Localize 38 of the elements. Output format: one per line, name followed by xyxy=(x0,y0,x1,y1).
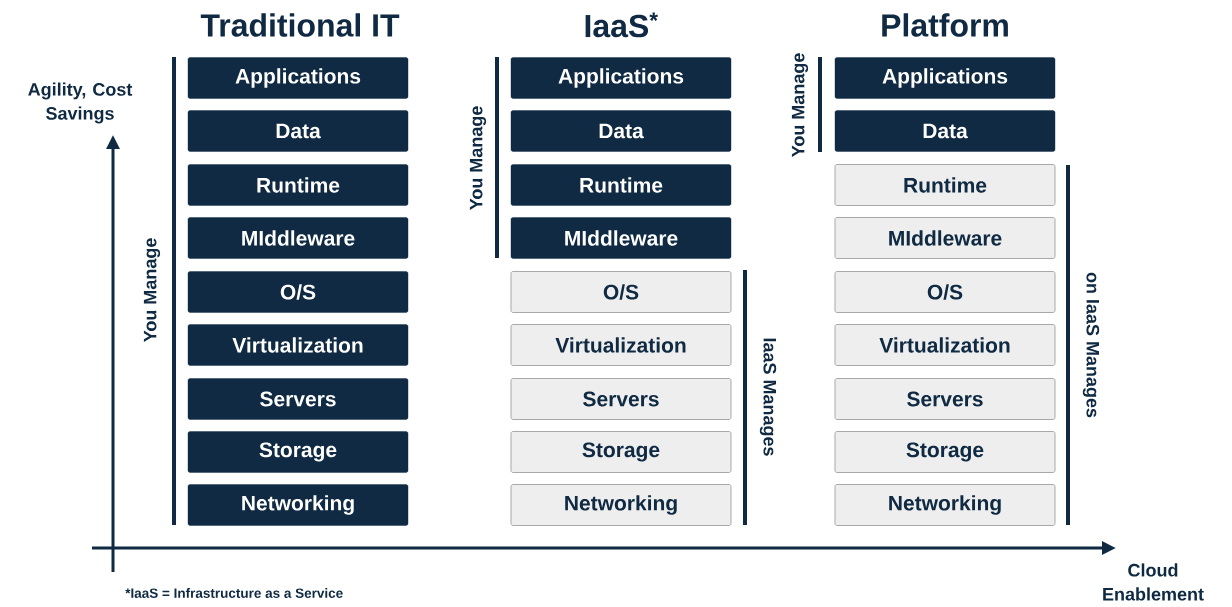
column-title: Platform xyxy=(882,13,1008,37)
bracket-label: IaaS Manages xyxy=(759,338,777,456)
layer-box: O/S xyxy=(187,271,409,313)
layer-box: Data xyxy=(187,110,409,152)
layer-box: Storage xyxy=(187,431,409,473)
layer-box: Runtime xyxy=(510,164,732,206)
layer-box: Applications xyxy=(834,57,1056,99)
layer-box: O/S xyxy=(834,271,1056,313)
layer-box: Servers xyxy=(187,378,409,420)
axis-label: Cloud Enablement xyxy=(1103,563,1204,601)
layer-box: Runtime xyxy=(834,164,1056,206)
column-title: IaaS$^{*}$ xyxy=(585,12,658,38)
layer-box: Runtime xyxy=(187,164,409,206)
layer-box: MIddleware xyxy=(510,217,732,259)
layer-box: Storage xyxy=(510,431,732,473)
layer-box: MIddleware xyxy=(187,217,409,259)
bracket-label: You Manage xyxy=(791,53,809,157)
layer-box: Networking xyxy=(510,484,732,526)
layer-box: Networking xyxy=(187,484,409,526)
layer-box: Virtualization xyxy=(187,324,409,366)
layer-box: Data xyxy=(510,110,732,152)
layer-box: Virtualization xyxy=(834,324,1056,366)
axis-label: Agility, Cost Savings xyxy=(28,82,133,124)
layer-box: MIddleware xyxy=(834,217,1056,259)
bracket-label: You Manage xyxy=(143,238,161,342)
layer-box: Storage xyxy=(834,431,1056,473)
bracket-label: You Manage xyxy=(469,106,487,210)
layer-box: Data xyxy=(834,110,1056,152)
layer-box: Virtualization xyxy=(510,324,732,366)
footnote: *IaaS = Infrastructure as a Service xyxy=(125,588,343,598)
bracket-label: on IaaS Manages xyxy=(1082,272,1100,418)
layer-box: Applications xyxy=(187,57,409,99)
layer-box: Servers xyxy=(510,378,732,420)
layer-box: Servers xyxy=(834,378,1056,420)
column-title: Traditional IT xyxy=(200,13,400,37)
layer-box: O/S xyxy=(510,271,732,313)
layer-box: Applications xyxy=(510,57,732,99)
layer-box: Networking xyxy=(834,484,1056,526)
